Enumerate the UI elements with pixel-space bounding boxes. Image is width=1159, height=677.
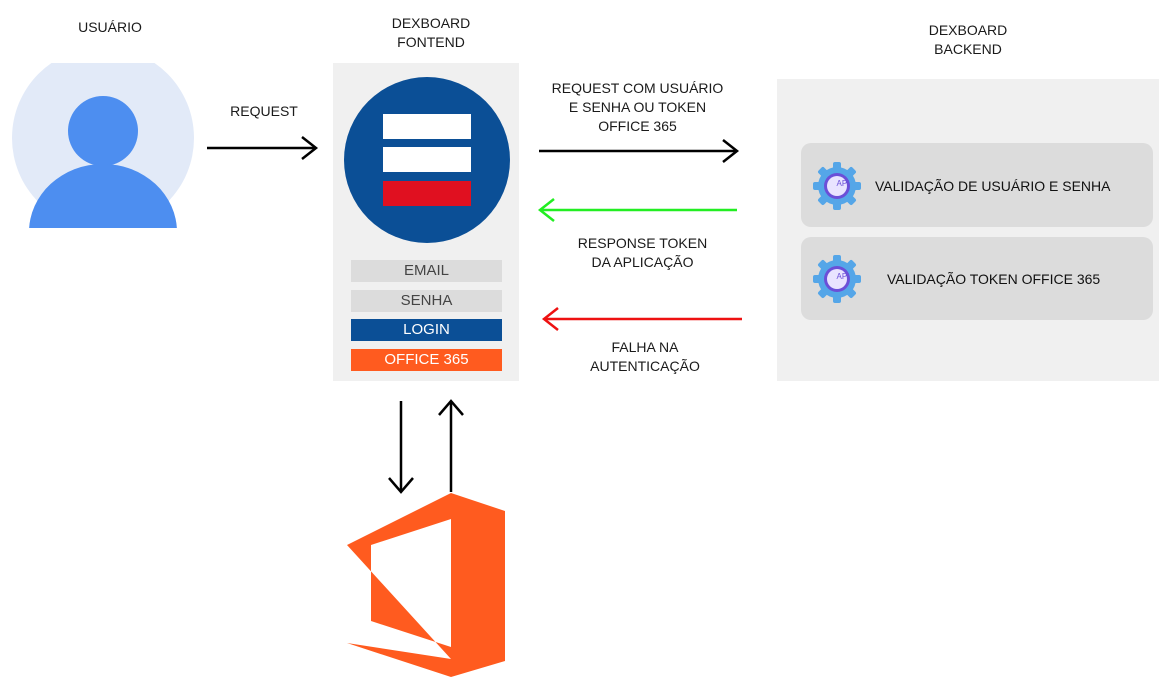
api-gear-icon bbox=[813, 255, 861, 303]
password-field[interactable]: SENHA bbox=[351, 290, 502, 312]
backend-title-line1: DEXBOARD bbox=[928, 22, 1008, 38]
dexboard-logo-icon bbox=[344, 77, 510, 243]
api-gear-icon bbox=[813, 162, 861, 210]
email-field[interactable]: EMAIL bbox=[351, 260, 502, 282]
frontend-title-line1: DEXBOARD bbox=[391, 15, 471, 31]
request-credentials-line3: OFFICE 365 bbox=[598, 118, 677, 134]
request-credentials-line1: REQUEST COM USUÁRIO bbox=[551, 80, 724, 96]
user-title: USUÁRIO bbox=[78, 19, 142, 35]
user-avatar-icon bbox=[12, 63, 194, 228]
office365-logo-icon bbox=[347, 493, 505, 677]
validation-office-token-text: VALIDAÇÃO TOKEN OFFICE 365 bbox=[887, 271, 1101, 287]
backend-panel bbox=[777, 79, 1159, 381]
response-line1: RESPONSE TOKEN bbox=[577, 235, 708, 251]
office365-button[interactable]: OFFICE 365 bbox=[351, 349, 502, 371]
validation-user-password-text: VALIDAÇÃO DE USUÁRIO E SENHA bbox=[875, 178, 1111, 194]
failure-label: FALHA NA AUTENTICAÇÃO bbox=[560, 338, 730, 376]
frontend-title: DEXBOARD FONTEND bbox=[356, 14, 506, 52]
frontend-title-line2: FONTEND bbox=[397, 34, 465, 50]
failure-line2: AUTENTICAÇÃO bbox=[590, 358, 700, 374]
request-label: REQUEST bbox=[230, 103, 298, 119]
validation-user-password-card: API VALIDAÇÃO DE USUÁRIO E SENHA bbox=[801, 143, 1153, 227]
api-badge-1: API bbox=[836, 179, 850, 188]
api-badge-2: API bbox=[836, 272, 850, 281]
backend-title-line2: BACKEND bbox=[934, 41, 1002, 57]
response-line2: DA APLICAÇÃO bbox=[591, 254, 694, 270]
login-button[interactable]: LOGIN bbox=[351, 319, 502, 341]
failure-line1: FALHA NA bbox=[611, 339, 679, 355]
request-credentials-label: REQUEST COM USUÁRIO E SENHA OU TOKEN OFF… bbox=[530, 79, 745, 136]
request-credentials-line2: E SENHA OU TOKEN bbox=[568, 99, 707, 115]
backend-title: DEXBOARD BACKEND bbox=[893, 21, 1043, 59]
response-token-label: RESPONSE TOKEN DA APLICAÇÃO bbox=[550, 234, 735, 272]
validation-office-token-card: API VALIDAÇÃO TOKEN OFFICE 365 bbox=[801, 237, 1153, 320]
